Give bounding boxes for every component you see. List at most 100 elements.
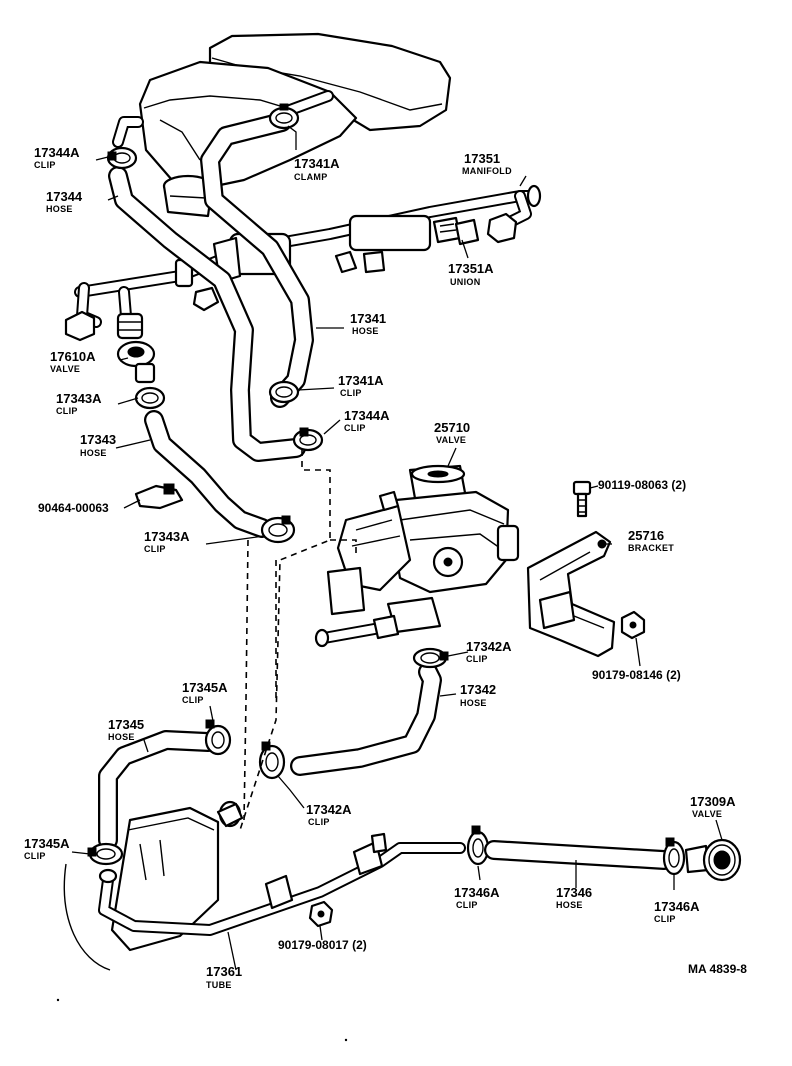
svg-text:MANIFOLD: MANIFOLD xyxy=(462,166,512,176)
valve-17309a xyxy=(684,838,742,882)
svg-text:CLIP: CLIP xyxy=(466,654,488,664)
label-17341: 17341 HOSE xyxy=(350,311,386,336)
valve-17610a xyxy=(116,286,156,384)
label-17346a-right: 17346A CLIP xyxy=(654,899,700,924)
svg-text:HOSE: HOSE xyxy=(460,698,487,708)
connection-lines xyxy=(239,450,357,831)
svg-text:17346: 17346 xyxy=(556,885,592,900)
svg-text:BRACKET: BRACKET xyxy=(628,543,674,553)
union-17351a xyxy=(432,216,480,246)
air-cleaner-housing xyxy=(138,32,452,218)
label-25716: 25716 BRACKET xyxy=(628,528,674,553)
specks xyxy=(56,998,348,1042)
svg-text:90179-08017 (2): 90179-08017 (2) xyxy=(278,938,367,952)
svg-text:17343: 17343 xyxy=(80,432,116,447)
clip-17343a-bottom xyxy=(260,515,296,544)
label-17341a-clip: 17341A CLIP xyxy=(338,373,384,398)
label-17351: 17351 MANIFOLD xyxy=(462,151,512,176)
clip-17343a-top xyxy=(134,386,166,410)
svg-text:HOSE: HOSE xyxy=(108,732,135,742)
label-90119: 90119-08063 (2) xyxy=(598,478,686,492)
svg-text:CLIP: CLIP xyxy=(344,423,366,433)
svg-text:17346A: 17346A xyxy=(654,899,700,914)
label-17344a-mid: 17344A CLIP xyxy=(344,408,390,433)
svg-text:17342A: 17342A xyxy=(306,802,352,817)
svg-text:17361: 17361 xyxy=(206,964,242,979)
label-17343a-top: 17343A CLIP xyxy=(56,391,102,416)
svg-text:TUBE: TUBE xyxy=(206,980,232,990)
svg-text:CLIP: CLIP xyxy=(56,406,78,416)
svg-text:HOSE: HOSE xyxy=(556,900,583,910)
svg-text:CLIP: CLIP xyxy=(24,851,46,861)
clip-17342a-bottom xyxy=(258,741,286,780)
svg-text:25716: 25716 xyxy=(628,528,664,543)
label-17361: 17361 TUBE xyxy=(206,964,242,990)
tube-17361 xyxy=(98,832,466,936)
svg-text:17344A: 17344A xyxy=(34,145,80,160)
svg-text:90119-08063 (2): 90119-08063 (2) xyxy=(598,478,686,492)
hose-17345 xyxy=(98,730,218,850)
svg-text:17341A: 17341A xyxy=(338,373,384,388)
svg-text:CLIP: CLIP xyxy=(456,900,478,910)
label-17344: 17344 HOSE xyxy=(46,189,83,214)
hose-17344 xyxy=(108,166,306,462)
clip-17344a-top xyxy=(106,146,138,170)
svg-text:17342A: 17342A xyxy=(466,639,512,654)
label-17345a-bottom: 17345A CLIP xyxy=(24,836,70,861)
hose-17343 xyxy=(144,410,272,538)
svg-text:CLIP: CLIP xyxy=(340,388,362,398)
label-17345: 17345 HOSE xyxy=(108,717,144,742)
svg-text:17346A: 17346A xyxy=(454,885,500,900)
svg-text:CLAMP: CLAMP xyxy=(294,172,328,182)
label-90179-08017: 90179-08017 (2) xyxy=(278,938,367,952)
svg-text:17351: 17351 xyxy=(464,151,500,166)
svg-text:25710: 25710 xyxy=(434,420,470,435)
svg-text:17345A: 17345A xyxy=(182,680,228,695)
label-90464: 90464-00063 xyxy=(38,501,109,515)
svg-text:17345A: 17345A xyxy=(24,836,70,851)
svg-text:17344A: 17344A xyxy=(344,408,390,423)
svg-text:17610A: 17610A xyxy=(50,349,96,364)
hose-17342 xyxy=(290,662,442,776)
svg-text:VALVE: VALVE xyxy=(50,364,80,374)
clip-17345a-top xyxy=(204,719,232,756)
bolt-90119-08063 xyxy=(572,480,592,518)
label-17345a-top: 17345A CLIP xyxy=(182,680,228,705)
label-17346a-left: 17346A CLIP xyxy=(454,885,500,910)
pipe-top-left xyxy=(112,90,334,148)
svg-text:MA 4839-8: MA 4839-8 xyxy=(688,962,747,976)
label-17351a: 17351A UNION xyxy=(448,261,494,287)
svg-text:VALVE: VALVE xyxy=(692,809,722,819)
manifold-17351 xyxy=(64,184,542,342)
label-17342a-top: 17342A CLIP xyxy=(466,639,512,664)
svg-text:VALVE: VALVE xyxy=(436,435,466,445)
clip-17345a-bottom xyxy=(87,842,124,866)
svg-text:90464-00063: 90464-00063 xyxy=(38,501,109,515)
label-17343a-bottom: 17343A CLIP xyxy=(144,529,190,554)
clip-17346a-right xyxy=(662,837,686,876)
svg-text:CLIP: CLIP xyxy=(182,695,204,705)
label-90179-08146: 90179-08146 (2) xyxy=(592,668,681,682)
svg-text:17341A: 17341A xyxy=(294,156,340,171)
canister-body xyxy=(63,800,244,971)
svg-text:CLIP: CLIP xyxy=(144,544,166,554)
svg-text:17351A: 17351A xyxy=(448,261,494,276)
svg-text:CLIP: CLIP xyxy=(654,914,676,924)
label-25710: 25710 VALVE xyxy=(434,420,470,445)
svg-text:90179-08146 (2): 90179-08146 (2) xyxy=(592,668,681,682)
svg-text:17342: 17342 xyxy=(460,682,496,697)
clip-90464-00063 xyxy=(134,483,184,510)
label-17343: 17343 HOSE xyxy=(80,432,116,458)
label-17309a: 17309A VALVE xyxy=(690,794,736,819)
label-17346: 17346 HOSE xyxy=(556,885,592,910)
svg-text:CLIP: CLIP xyxy=(34,160,56,170)
svg-text:17309A: 17309A xyxy=(690,794,736,809)
svg-text:CLIP: CLIP xyxy=(308,817,330,827)
label-17341a-clamp: 17341A CLAMP xyxy=(294,156,340,182)
svg-text:HOSE: HOSE xyxy=(46,204,73,214)
hose-17346 xyxy=(484,840,674,870)
hose-17341 xyxy=(200,112,314,408)
svg-text:17343A: 17343A xyxy=(56,391,102,406)
clip-17344a-mid xyxy=(292,427,324,452)
